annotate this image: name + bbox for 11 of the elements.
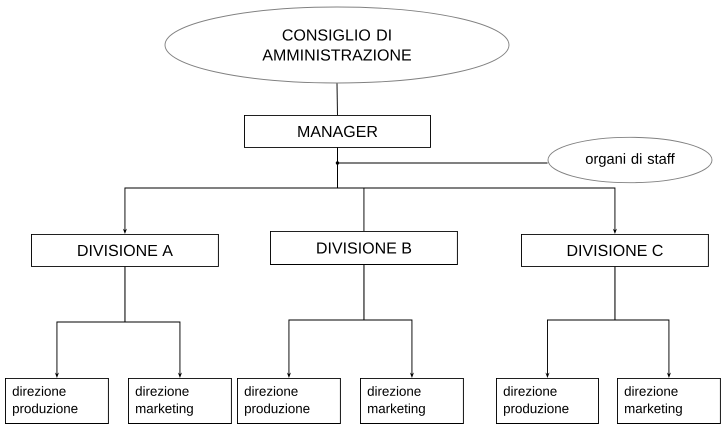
department-box: direzione produzione [237,378,341,424]
department-box: direzione marketing [128,378,232,424]
manager-box: MANAGER [244,115,431,148]
connector [336,83,338,116]
department-box: direzione produzione [5,378,109,424]
division-box: DIVISIONE C [521,234,709,267]
department-box: direzione marketing [617,378,721,424]
division-box: DIVISIONE A [31,234,219,267]
division-box: DIVISIONE B [270,231,458,265]
department-box: direzione produzione [496,378,599,424]
department-box: direzione marketing [360,378,464,424]
